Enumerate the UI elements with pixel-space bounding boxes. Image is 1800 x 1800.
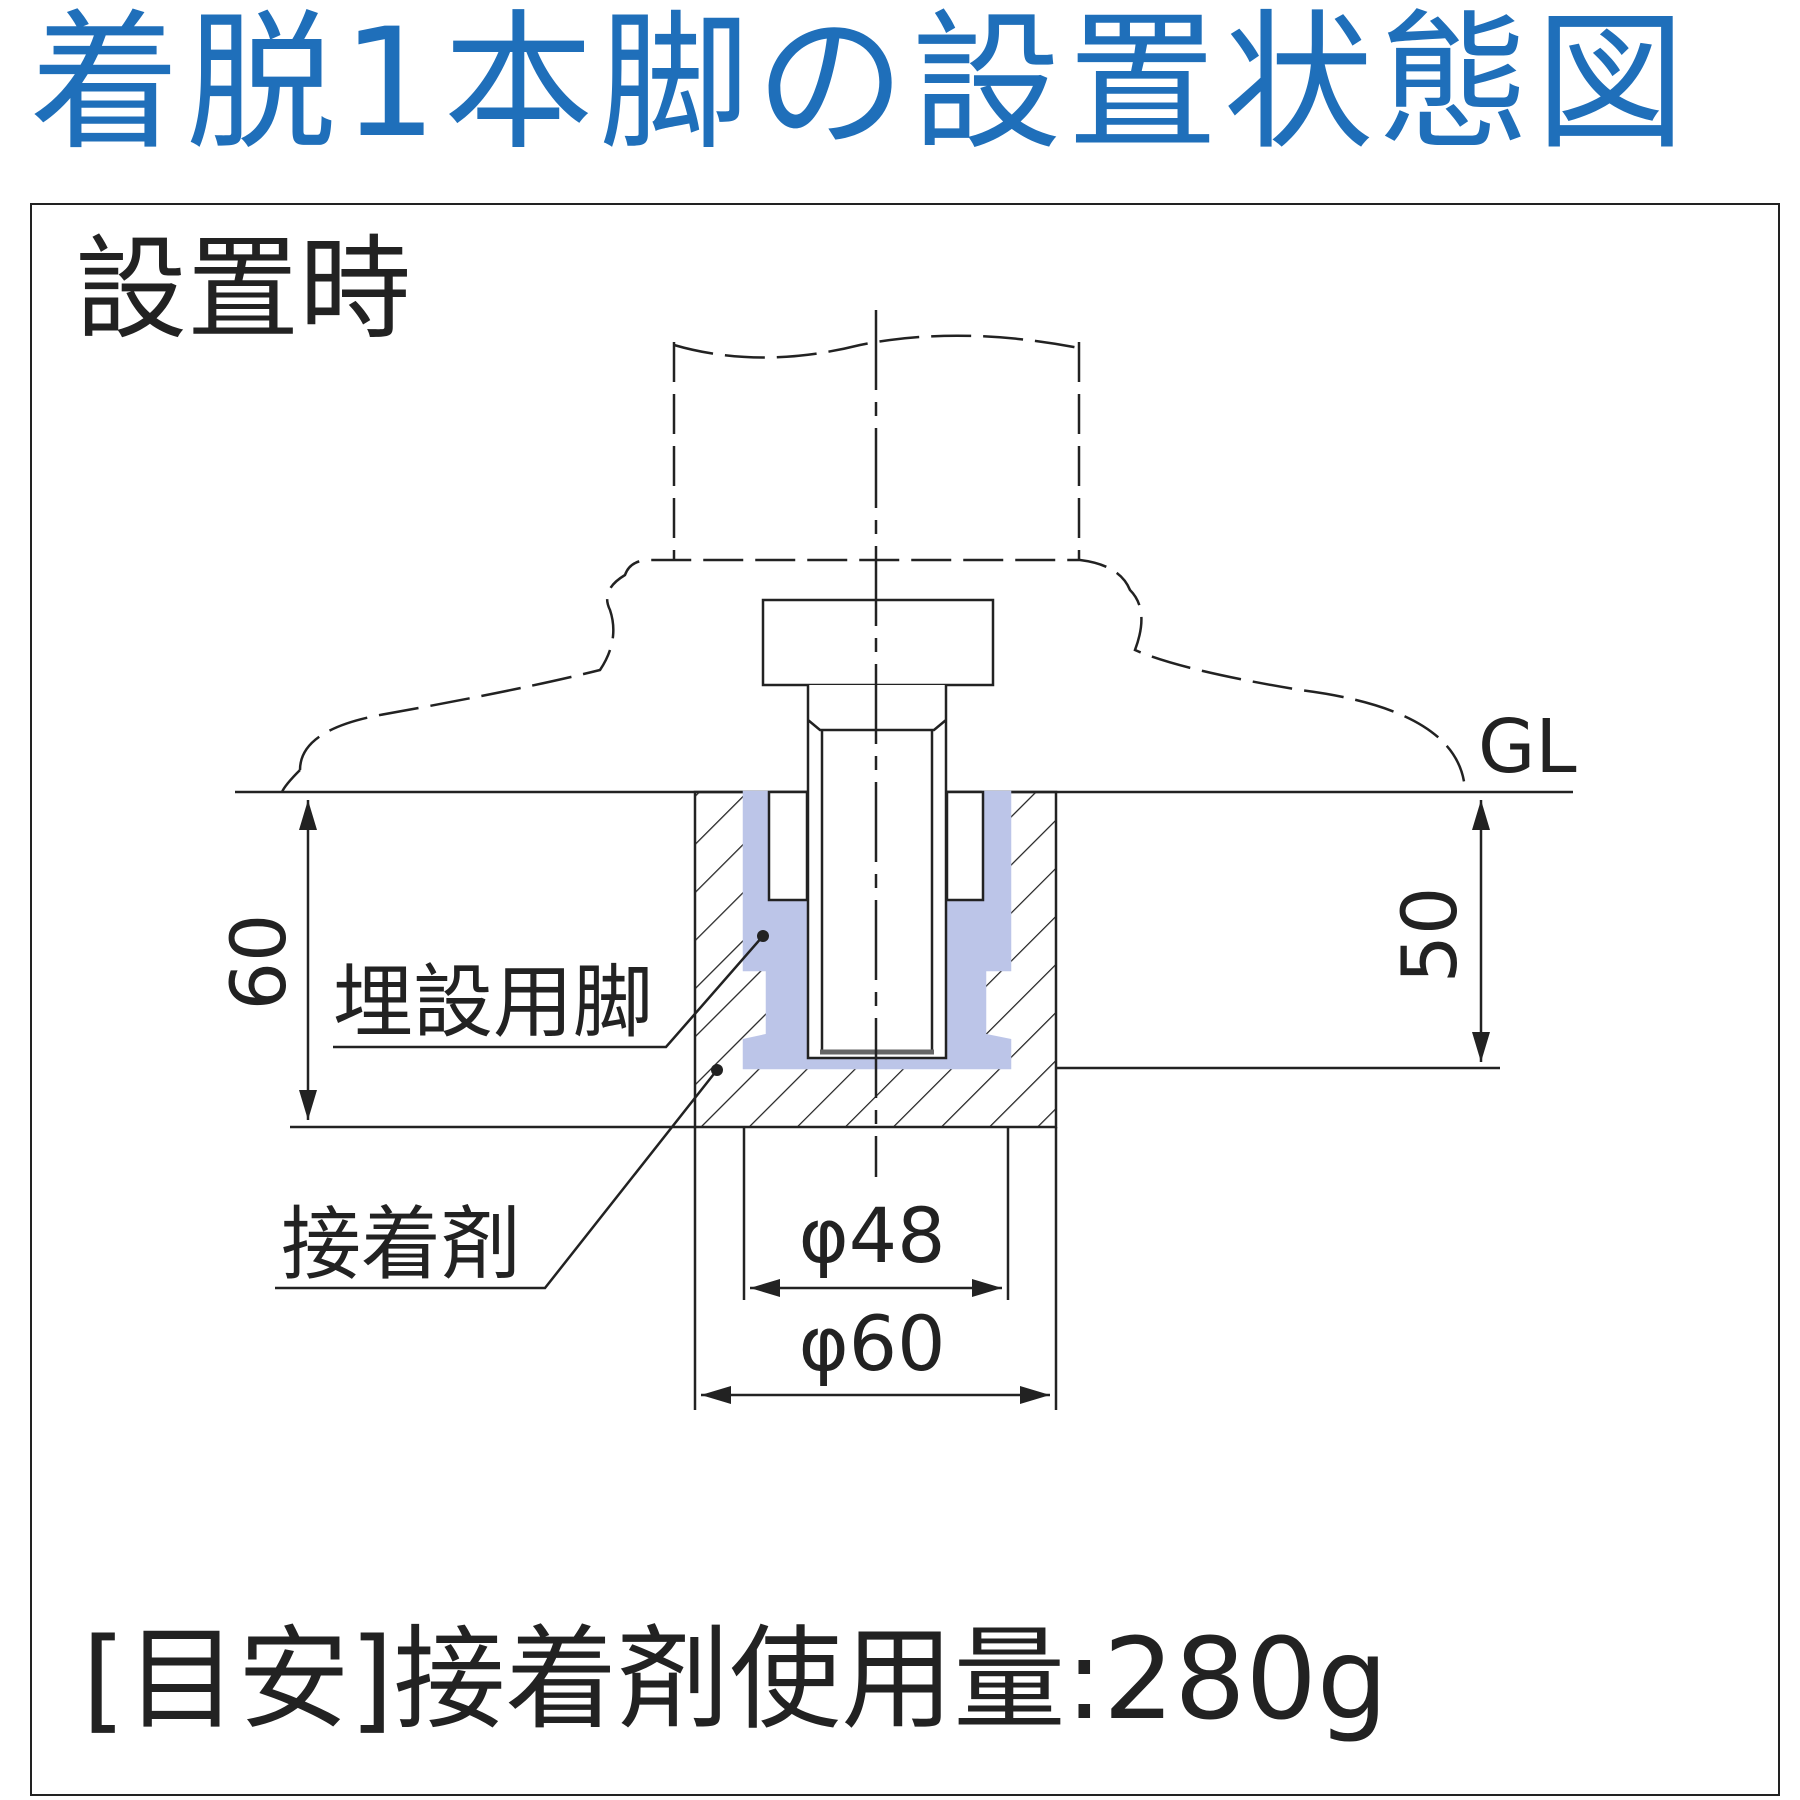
adhesive-label: 接着剤 <box>281 1198 521 1291</box>
dim-50-label: 50 <box>1385 887 1474 984</box>
dim-48-label: φ48 <box>799 1191 946 1280</box>
state-label: 設置時 <box>75 225 411 355</box>
bolt-head <box>761 598 995 687</box>
leader-embedded-leg <box>333 935 764 1049</box>
leader-adhesive <box>275 1069 718 1290</box>
dim-60-label: 60 <box>214 914 303 1011</box>
embedded-leg-label: 埋設用脚 <box>333 956 653 1049</box>
post-outline <box>298 334 1467 791</box>
diagram-frame <box>30 203 1780 1796</box>
page-title: 着脱1本脚の設置状態図 <box>30 0 1692 171</box>
adhesive-usage-note: [目安]接着剤使用量:280g <box>82 1615 1388 1745</box>
ground-label: GL <box>1478 704 1577 790</box>
dim-60-dia-label: φ60 <box>799 1299 946 1388</box>
